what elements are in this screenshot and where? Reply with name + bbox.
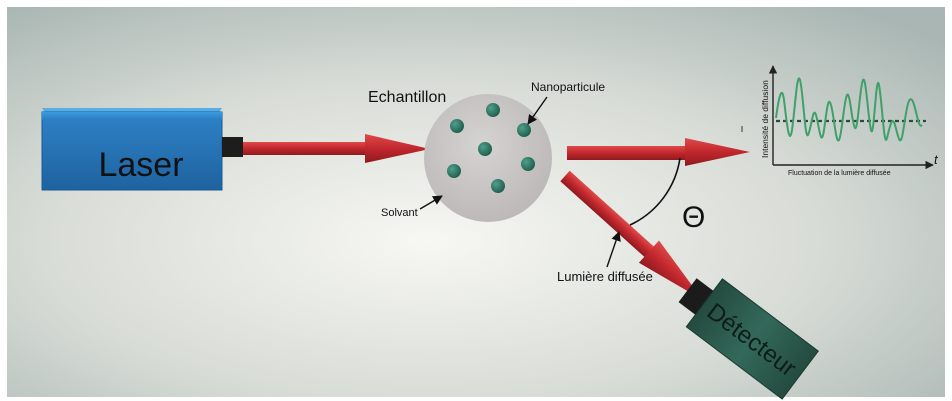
plot-signal-line: [775, 77, 923, 142]
plot-ylabel: Intensité de diffusion: [760, 80, 770, 158]
nanoparticle: [517, 123, 531, 137]
solvant-arrow: [419, 195, 443, 210]
solvant-label: Solvant: [381, 207, 418, 219]
nanoparticle: [447, 164, 461, 178]
nanoparticle: [486, 103, 500, 117]
nanoparticule-arrow: [527, 96, 548, 125]
theta-label: Θ: [682, 201, 705, 234]
incident-beam: [242, 134, 430, 163]
plot-t-label: t: [934, 152, 939, 167]
laser-label: Laser: [98, 146, 183, 184]
plot-xlabel: Fluctuation de la lumière diffusée: [788, 170, 891, 177]
signal-plot: Intensité de diffusion Fluctuation de la…: [760, 65, 939, 177]
laser-nozzle: [222, 137, 243, 157]
nanoparticule-label: Nanoparticule: [531, 80, 605, 94]
echantillon-label: Echantillon: [368, 89, 446, 106]
laser-box: [41, 108, 223, 191]
scattered-beam: [560, 170, 703, 300]
nanoparticle: [521, 157, 535, 171]
theta-arc: [629, 157, 681, 226]
lumiere-diffusee-arrow: [606, 231, 621, 268]
nanoparticle: [450, 119, 464, 133]
nanoparticles: [447, 103, 535, 193]
lumiere-diffusee-label: Lumière diffusée: [557, 269, 653, 284]
nanoparticle: [478, 142, 492, 156]
transmitted-beam: [567, 138, 750, 166]
nanoparticle: [491, 179, 505, 193]
